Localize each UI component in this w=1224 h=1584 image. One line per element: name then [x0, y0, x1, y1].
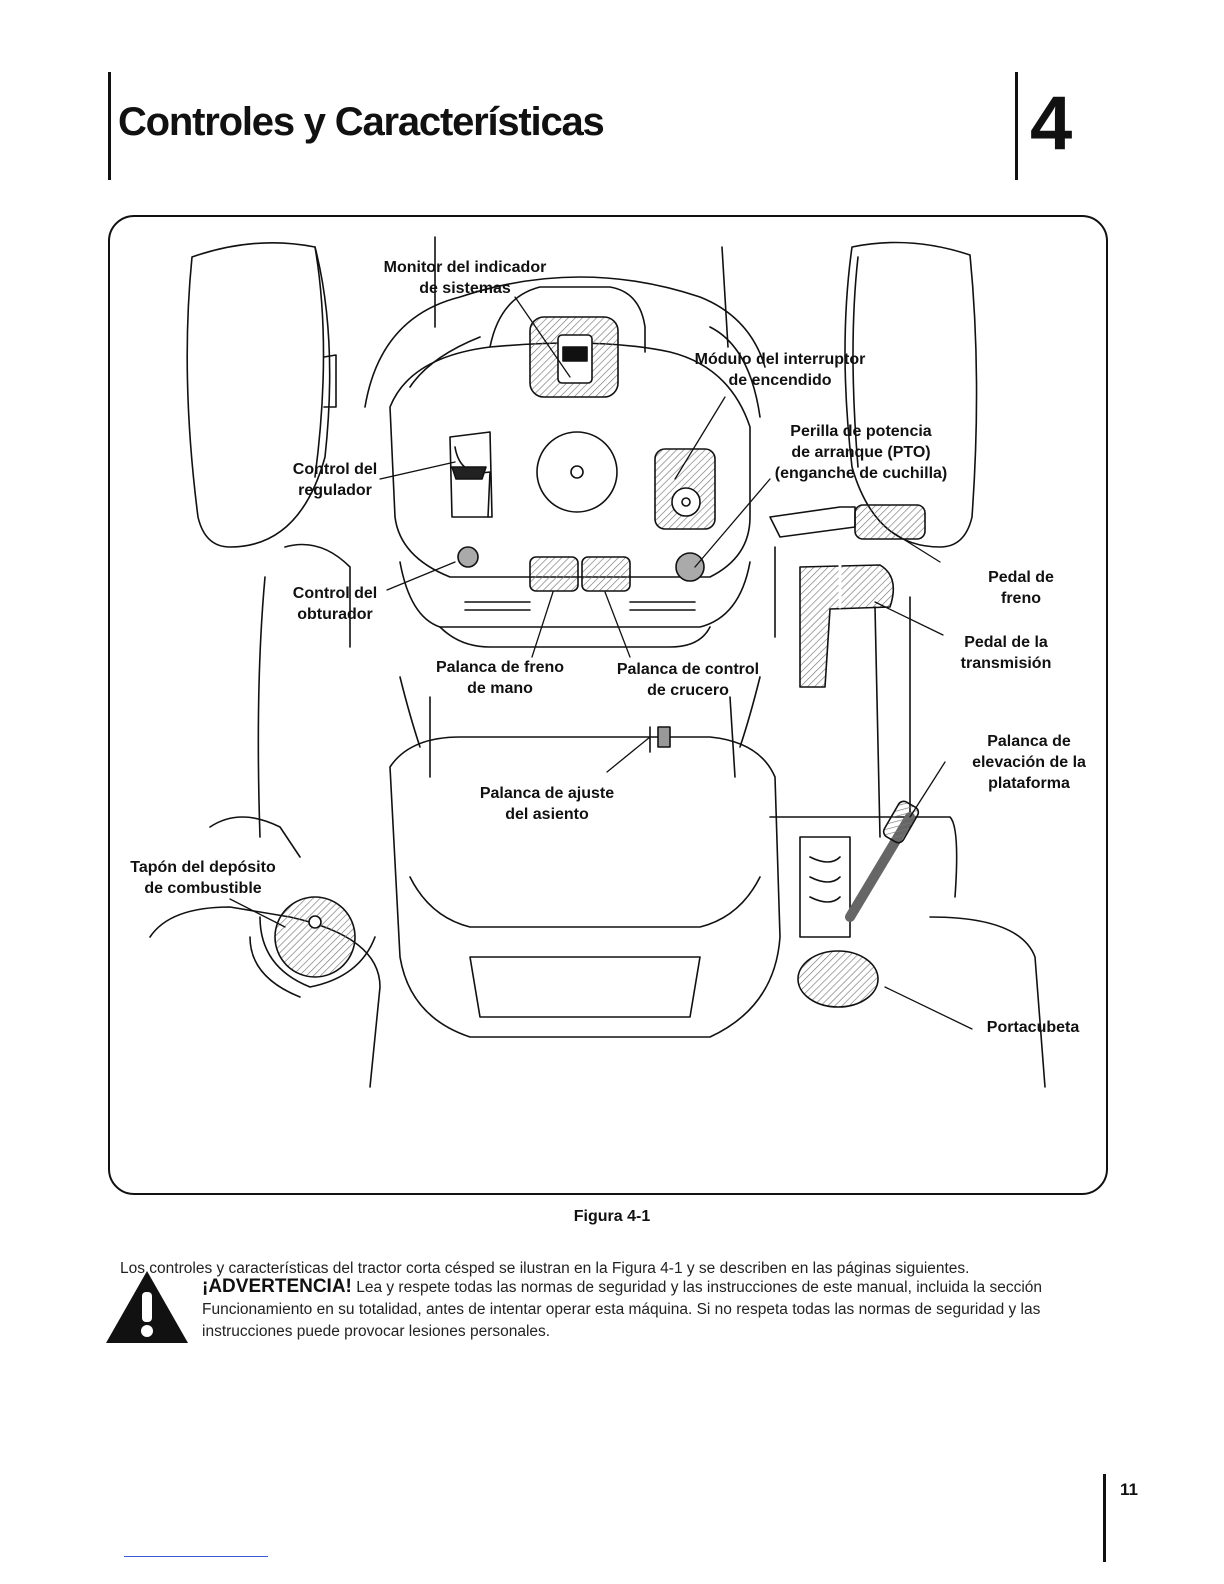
footer-link-underline: [124, 1556, 268, 1557]
page-title: Controles y Características: [118, 100, 605, 144]
chapter-rule: [1015, 72, 1018, 180]
dashboard-console: [389, 286, 751, 582]
callout-deck-lift: Palanca de elevación de la plataforma: [972, 733, 1086, 792]
hood-outline: [257, 236, 911, 838]
page-number: 11: [1120, 1480, 1138, 1499]
left-front-tire: [186, 241, 337, 548]
seat: [389, 696, 781, 1038]
pedals: [769, 504, 926, 688]
callout-seat-adjust: Palanca de ajuste del asiento: [479, 785, 615, 823]
page-number-rule: [1103, 1474, 1106, 1562]
callout-pto-knob: Perilla de potencia de arranque (PTO) (e…: [774, 423, 948, 482]
callout-brake-pedal: Pedal de freno: [988, 569, 1054, 607]
figure-4-1: Monitor del indicador de sistemas Módulo…: [108, 215, 1108, 1195]
callout-leader-lines: [229, 296, 973, 1030]
title-rule: [108, 72, 111, 180]
callout-choke: Control del obturador: [292, 585, 378, 623]
warning-block: ¡ADVERTENCIA! Lea y respete todas las no…: [202, 1276, 1122, 1343]
callout-cruise-control: Palanca de control de crucero: [616, 661, 760, 699]
tractor-controls-illustration: [149, 236, 1046, 1088]
callout-cup-holder: Portacubeta: [986, 1019, 1080, 1036]
left-fender: [149, 816, 381, 1088]
chapter-number: 4: [1030, 81, 1073, 166]
callout-throttle: Control del regulador: [292, 461, 378, 499]
warning-body: Lea y respete todas las normas de seguri…: [202, 1279, 1043, 1340]
right-front-tire: [844, 241, 978, 548]
intro-paragraph: Los controles y características del trac…: [120, 1259, 970, 1277]
warning-triangle-icon: [106, 1271, 188, 1343]
callout-fuel-cap: Tapón del depósito de combustible: [130, 859, 276, 897]
callout-transmission-pedal: Pedal de la transmisión: [960, 634, 1052, 672]
warning-title: ¡ADVERTENCIA!: [202, 1276, 352, 1297]
lower-console: [399, 546, 751, 648]
figure-caption: Figura 4-1: [573, 1208, 651, 1225]
callout-ignition-module: Módulo del interruptor de encendido: [694, 351, 866, 389]
right-fender: [769, 800, 1046, 1088]
callout-monitor: Monitor del indicador de sistemas: [383, 259, 547, 297]
callout-parking-brake: Palanca de freno de mano: [435, 659, 565, 697]
